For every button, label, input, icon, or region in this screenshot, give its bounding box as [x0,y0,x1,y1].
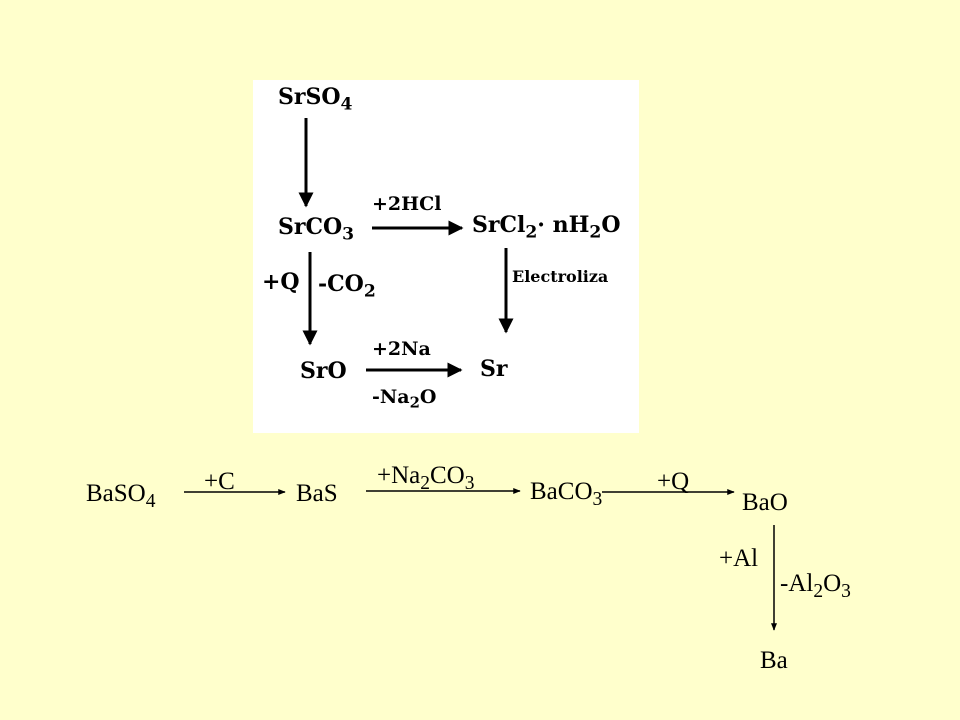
srcl2-hydrate-formula: SrCl2· nH2O [472,212,621,243]
ba-formula: Ba [760,647,788,674]
byproduct-na2o: -Na2O [372,386,437,412]
bao-formula: BaO [742,489,788,516]
srco3-formula: SrCO3 [278,214,355,245]
srso4-formula: SrSO4 [278,84,353,115]
reagent-heat-q: +Q [262,269,300,295]
reagent-heat-q: +Q [657,468,690,495]
reagent-al: +Al [719,545,759,572]
label-electroliza: Electroliza [512,267,609,286]
reagent-na2co3: +Na2CO3 [377,462,475,495]
reagent-c: +C [204,468,235,495]
strontium-scheme-panel [253,80,639,433]
bas-formula: BaS [296,480,338,507]
sr-formula: Sr [480,356,508,382]
byproduct-al2o3: -Al2O3 [780,570,851,603]
baso4-formula: BaSO4 [86,480,156,513]
baco3-formula: BaCO3 [530,478,603,511]
byproduct-co2: -CO2 [318,271,376,302]
reagent-2na: +2Na [372,338,431,360]
sro-formula: SrO [300,358,347,384]
reagent-2hcl: +2HCl [372,193,442,215]
